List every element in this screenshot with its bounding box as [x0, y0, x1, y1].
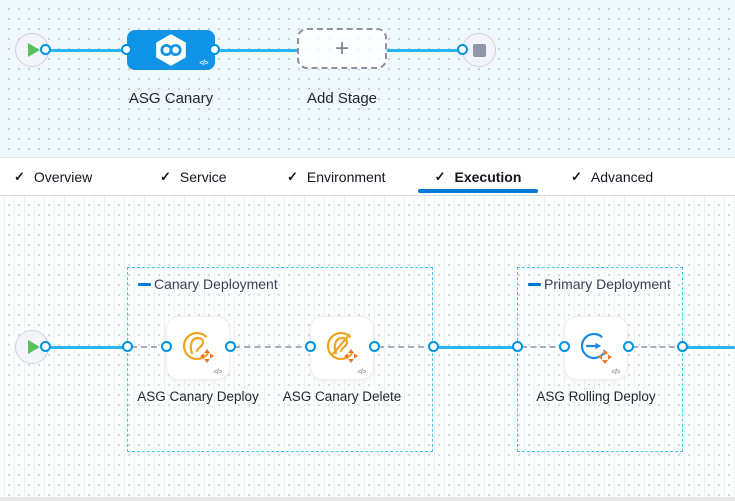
harness-cd-stage-icon	[156, 34, 186, 66]
code-icon[interactable]: </>	[611, 369, 620, 376]
group-out-port[interactable]	[428, 341, 439, 352]
stage-in-port[interactable]	[121, 44, 132, 55]
check-icon: ✓	[160, 168, 171, 184]
step-label: ASG Rolling Deploy	[536, 389, 656, 404]
asg-rolling-deploy-icon	[580, 332, 612, 364]
tab-service[interactable]: ✓ Service	[160, 158, 227, 195]
tab-label: Service	[179, 168, 227, 185]
connector-line	[433, 346, 519, 349]
check-icon: ✓	[14, 168, 25, 184]
plus-icon: +	[334, 34, 349, 62]
execution-graph-canvas[interactable]: Canary Deployment Primary Deployment	[0, 196, 735, 501]
pipeline-end-node[interactable]	[462, 33, 496, 67]
tab-environment[interactable]: ✓ Environment	[287, 158, 386, 195]
step-out-port[interactable]	[369, 341, 380, 352]
step-group-canary-deployment: Canary Deployment	[127, 267, 433, 452]
step-asg-rolling-deploy[interactable]: </>	[564, 316, 628, 380]
stage-node-asg-canary[interactable]: </>	[127, 30, 215, 70]
step-group-primary-deployment: Primary Deployment	[517, 267, 683, 452]
step-in-port[interactable]	[305, 341, 316, 352]
asg-canary-delete-icon	[326, 331, 358, 363]
start-node-out-port[interactable]	[40, 44, 51, 55]
group-in-port[interactable]	[512, 341, 523, 352]
step-asg-canary-deploy[interactable]: </>	[166, 316, 230, 380]
tab-label: Execution	[454, 168, 522, 185]
tab-overview[interactable]: ✓ Overview	[14, 158, 92, 195]
play-icon	[27, 43, 40, 57]
connector-line	[45, 49, 129, 52]
stage-label: ASG Canary	[128, 90, 214, 107]
collapse-icon[interactable]	[138, 282, 151, 286]
play-icon	[27, 340, 40, 354]
step-label: ASG Canary Delete	[282, 389, 402, 404]
code-icon[interactable]: </>	[357, 369, 366, 376]
dashed-connector	[234, 346, 312, 348]
connector-line	[682, 346, 735, 349]
group-title: Primary Deployment	[528, 276, 671, 292]
group-title-label: Canary Deployment	[154, 276, 278, 292]
stage-graph-canvas[interactable]: </> ASG Canary + Add Stage	[0, 0, 735, 157]
tab-advanced[interactable]: ✓ Advanced	[571, 158, 653, 195]
code-icon[interactable]: </>	[199, 60, 208, 67]
code-icon[interactable]: </>	[213, 369, 222, 376]
asg-canary-deploy-icon	[182, 331, 214, 363]
group-title: Canary Deployment	[138, 276, 278, 292]
dashed-connector	[131, 346, 167, 348]
step-asg-canary-delete[interactable]: </>	[310, 316, 374, 380]
step-out-port[interactable]	[225, 341, 236, 352]
stop-icon	[472, 43, 486, 57]
step-in-port[interactable]	[559, 341, 570, 352]
add-stage-label: Add Stage	[306, 90, 378, 107]
check-icon: ✓	[287, 168, 298, 184]
step-in-port[interactable]	[161, 341, 172, 352]
collapse-icon[interactable]	[528, 282, 541, 286]
connector-line	[45, 346, 129, 349]
horizontal-scrollbar-track[interactable]	[0, 497, 735, 501]
tab-label: Environment	[306, 168, 386, 185]
group-out-port[interactable]	[677, 341, 688, 352]
stage-out-port[interactable]	[209, 44, 220, 55]
group-in-port[interactable]	[122, 341, 133, 352]
tab-label: Overview	[33, 168, 93, 185]
group-title-label: Primary Deployment	[544, 276, 671, 292]
tab-execution[interactable]: ✓ Execution	[418, 158, 538, 195]
connector-line	[215, 49, 299, 52]
active-tab-underline	[418, 189, 538, 193]
stage-tabs: ✓ Overview ✓ Service ✓ Environment ✓ Exe…	[0, 157, 735, 196]
connector-line	[385, 49, 465, 52]
step-label: ASG Canary Deploy	[137, 389, 259, 404]
check-icon: ✓	[571, 168, 582, 184]
tab-label: Advanced	[590, 168, 654, 185]
start-node-out-port[interactable]	[40, 341, 51, 352]
dashed-connector	[521, 346, 565, 348]
step-out-port[interactable]	[623, 341, 634, 352]
add-stage-button[interactable]: +	[297, 28, 387, 69]
check-icon: ✓	[434, 168, 446, 184]
dashed-connector	[378, 346, 434, 348]
dashed-connector	[632, 346, 684, 348]
end-node-in-port[interactable]	[457, 44, 468, 55]
